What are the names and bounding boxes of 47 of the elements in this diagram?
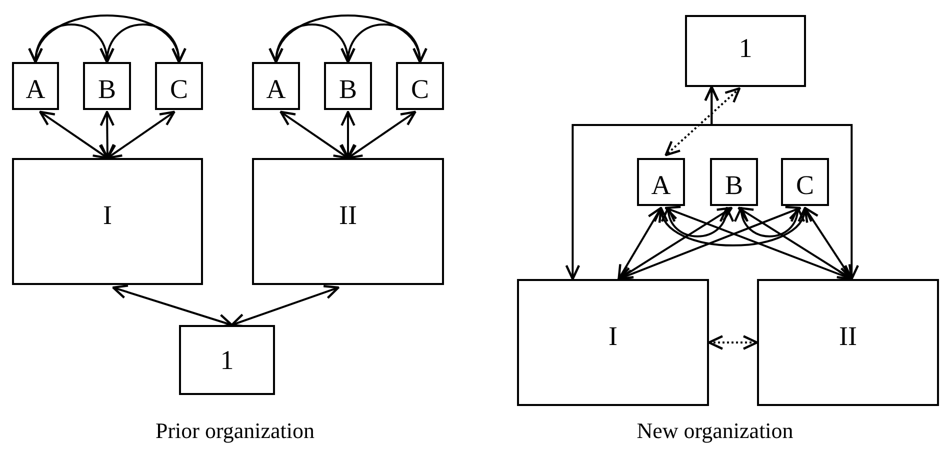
org-box: [710, 158, 758, 206]
box-label: C: [796, 172, 814, 199]
box-label: 1: [738, 35, 752, 62]
org-box: [637, 158, 685, 206]
caption: Prior organization: [155, 418, 315, 444]
double-arrow: [662, 206, 732, 238]
box-label: II: [339, 202, 357, 229]
org-box: [252, 62, 300, 110]
org-box: [757, 279, 939, 406]
box-label: B: [724, 172, 743, 199]
double-arrow: [101, 24, 185, 64]
org-box: [12, 62, 59, 110]
org-box: [396, 62, 444, 110]
double-arrow: [342, 24, 426, 64]
org-box: [12, 158, 203, 285]
box-label: A: [266, 76, 286, 103]
box-label: B: [98, 76, 116, 103]
double-arrow: [106, 110, 176, 160]
double-arrow: [708, 335, 758, 350]
double-arrow: [618, 206, 662, 280]
double-arrow: [230, 284, 340, 328]
org-box: [179, 325, 275, 395]
double-arrow: [618, 206, 733, 280]
org-box: [324, 62, 372, 110]
double-arrow: [39, 110, 109, 160]
double-arrow: [618, 206, 802, 282]
box-label: I: [608, 323, 618, 350]
org-box: [252, 158, 444, 285]
double-arrow: [280, 110, 350, 160]
double-arrow: [704, 86, 860, 280]
caption: New organization: [636, 418, 794, 444]
box-label: A: [26, 76, 46, 103]
box-label: B: [338, 76, 357, 103]
org-box: [517, 279, 709, 406]
double-arrow: [346, 110, 416, 160]
box-label: 1: [220, 347, 234, 374]
org-box: [781, 158, 829, 206]
box-label: C: [410, 76, 429, 103]
org-box: [685, 15, 806, 87]
box-label: A: [651, 172, 671, 199]
box-label: C: [170, 76, 188, 103]
box-label: I: [103, 202, 112, 229]
org-box: [155, 62, 203, 110]
double-arrow: [736, 206, 804, 238]
box-label: II: [839, 323, 857, 350]
double-arrow: [664, 87, 741, 156]
org-box: [83, 62, 131, 110]
